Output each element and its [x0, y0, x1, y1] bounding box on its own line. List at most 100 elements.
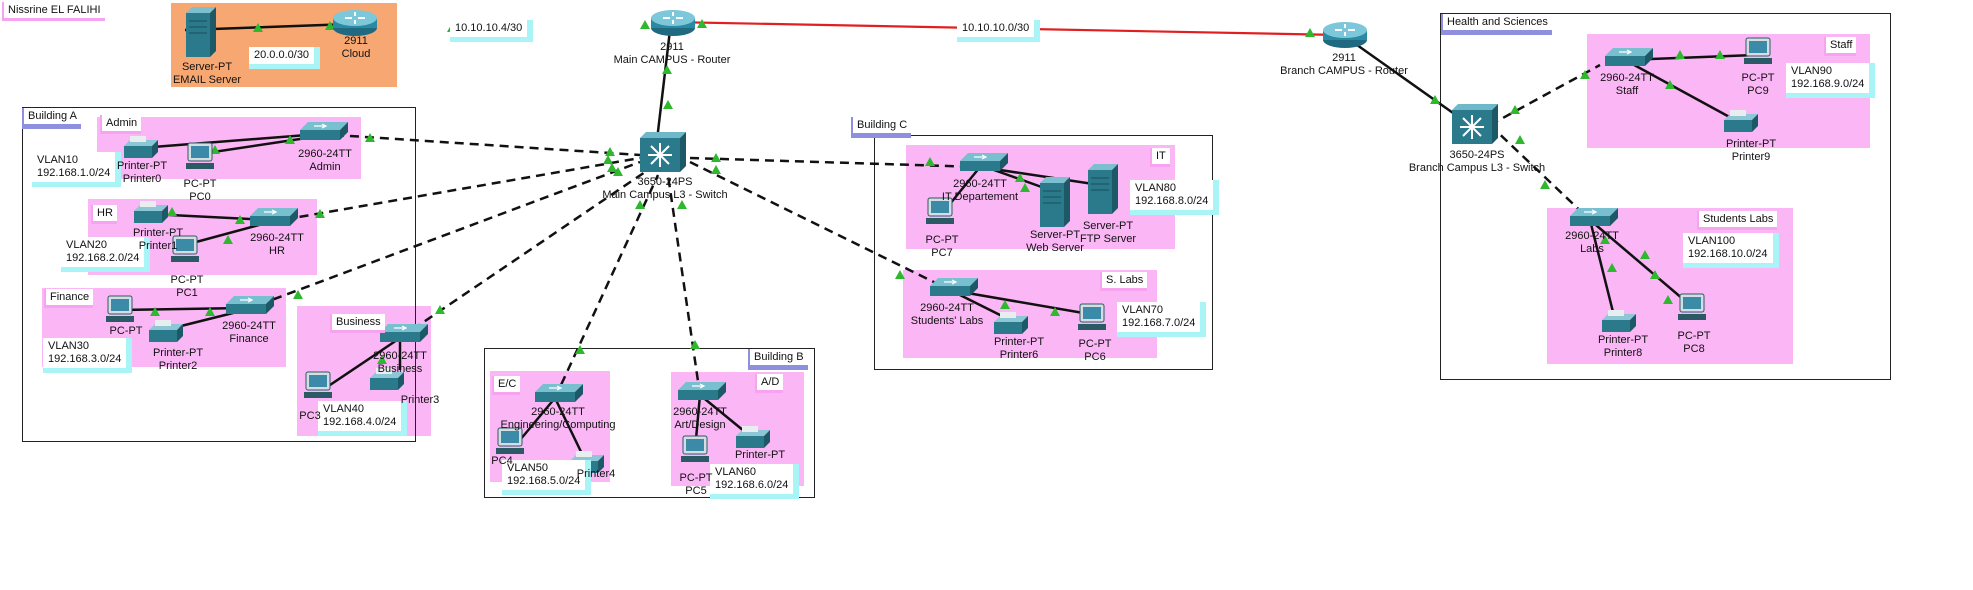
ad-zone-label: A/D — [755, 374, 784, 393]
printer8-icon — [1602, 310, 1636, 332]
main-router-icon — [650, 9, 696, 37]
ec-switch-icon — [534, 383, 584, 403]
staff-zone-label: Staff — [1824, 37, 1857, 56]
pc6-icon — [1077, 303, 1107, 331]
pc4-label[interactable]: PC4 — [491, 455, 513, 467]
wan2-note: 10.10.10.0/30 — [957, 20, 1041, 42]
wan1-note: 10.10.10.4/30 — [450, 20, 534, 42]
printer1-icon — [134, 201, 168, 223]
branch-l3-switch-icon — [1451, 103, 1499, 145]
business-zone-label: Business — [330, 314, 385, 333]
printer5-label[interactable]: Printer-PT — [734, 449, 786, 461]
building-a-label: Building A — [22, 108, 81, 129]
building-c-label: Building C — [851, 117, 912, 138]
admin-switch-icon — [299, 121, 349, 141]
cloud-net-note: 20.0.0.0/30 — [249, 47, 321, 69]
email-server-icon — [185, 6, 217, 58]
trunk-links — [244, 63, 1601, 399]
pc9-icon — [1743, 37, 1773, 65]
staff-switch-icon — [1604, 47, 1654, 67]
printer9-icon — [1724, 110, 1758, 132]
labs-switch-icon — [1569, 207, 1619, 227]
printer3-label[interactable]: Printer3 — [400, 394, 440, 406]
business-switch-icon — [379, 323, 429, 343]
main-l3-switch-icon — [639, 131, 687, 173]
web-server-icon — [1039, 176, 1071, 228]
finance-switch-icon — [225, 295, 275, 315]
frame-health-sciences — [1440, 13, 1891, 380]
frame-building-c — [874, 135, 1213, 370]
printer0-icon — [124, 136, 158, 158]
ad-switch-icon — [677, 381, 727, 401]
printer4-label[interactable]: Printer4 — [576, 468, 616, 480]
admin-zone-label: Admin — [100, 115, 142, 134]
pc8-icon — [1677, 293, 1707, 321]
it-zone-label: IT — [1150, 148, 1170, 167]
finance-zone-label: Finance — [44, 289, 94, 308]
pc3-label[interactable]: PC3 — [299, 410, 321, 422]
pc2-label[interactable]: PC-PT — [109, 325, 143, 337]
pc2-icon — [105, 295, 135, 323]
cloud-router-icon — [332, 9, 378, 37]
ftp-server-icon — [1087, 163, 1119, 215]
building-b-label: Building B — [748, 349, 808, 370]
printer2-icon — [149, 320, 183, 342]
author-label: Nissrine EL FALIHI — [2, 2, 105, 21]
hr-zone-label: HR — [91, 205, 117, 224]
hr-switch-icon — [249, 207, 299, 227]
slabs-switch-icon — [929, 277, 979, 297]
frame-building-a — [22, 107, 416, 442]
students-labs-zone-label: Students Labs — [1697, 211, 1778, 230]
slabs-zone-label: S. Labs — [1100, 272, 1148, 291]
ec-zone-label: E/C — [492, 376, 521, 395]
pc0-icon — [185, 142, 215, 170]
pc3-icon — [303, 371, 333, 399]
pc5-icon — [680, 435, 710, 463]
health-sciences-label: Health and Sciences — [1441, 14, 1552, 35]
it-switch-icon — [959, 152, 1009, 172]
